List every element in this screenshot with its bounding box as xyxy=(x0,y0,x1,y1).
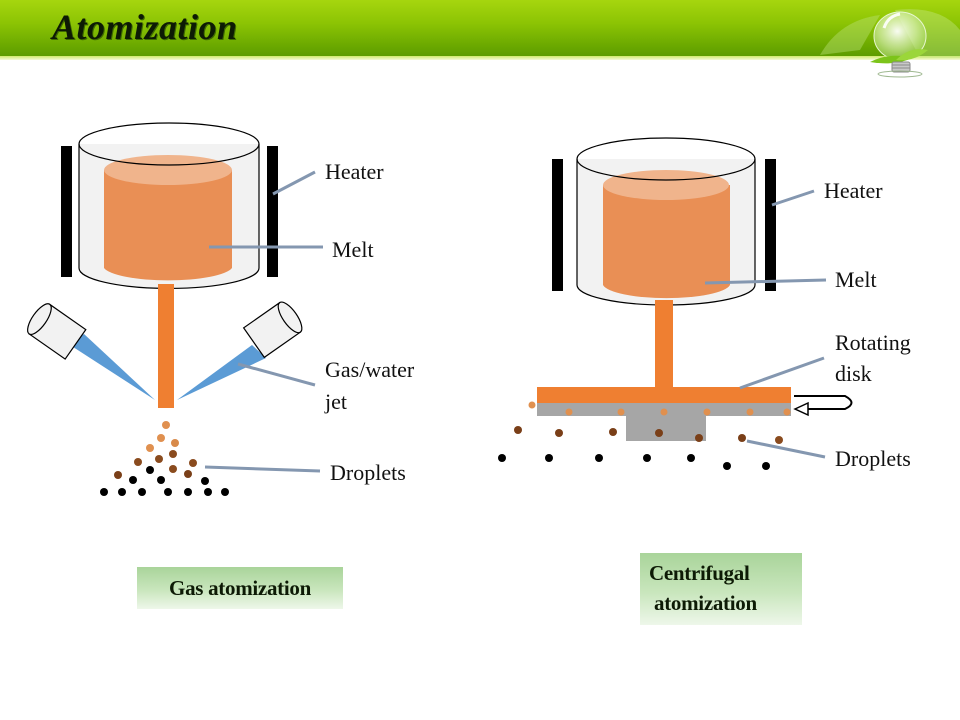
label-heater: Heater xyxy=(824,178,883,203)
caption-centrifugal-line1: Centrifugal xyxy=(649,561,750,585)
melt-body xyxy=(603,185,730,299)
nozzle-left xyxy=(27,303,87,360)
melt-stream xyxy=(158,284,174,408)
label-droplets: Droplets xyxy=(835,446,911,471)
label-melt: Melt xyxy=(835,267,877,292)
heater-bar-left xyxy=(61,146,72,277)
melt-stream xyxy=(655,300,673,390)
gas-atomizer xyxy=(27,122,323,496)
title-bar-rule xyxy=(0,56,960,60)
caption-gas-atomization: Gas atomization xyxy=(137,567,343,609)
label-disk-line2: disk xyxy=(835,361,872,386)
rotating-disk xyxy=(537,387,791,403)
heater-bar-left xyxy=(552,159,563,291)
heater-bar-right xyxy=(267,146,278,277)
lightbulb-leaf-icon xyxy=(820,9,960,78)
crucible-rim xyxy=(576,137,756,181)
centrifugal-atomizer xyxy=(498,137,853,470)
melt-body xyxy=(104,170,232,281)
rotation-arrowhead xyxy=(793,401,809,417)
heater-bar-right xyxy=(765,159,776,291)
jet-right xyxy=(177,345,266,400)
leader-lines-centrifugal xyxy=(704,189,827,459)
label-jet-line2: jet xyxy=(325,389,347,414)
slide-title: Atomization xyxy=(52,7,238,47)
droplets-centrifugal xyxy=(498,401,791,470)
label-droplets: Droplets xyxy=(330,460,406,485)
caption-gas-text: Gas atomization xyxy=(169,576,311,600)
crucible-rim xyxy=(78,122,260,166)
label-melt: Melt xyxy=(332,237,374,262)
melt-top xyxy=(104,155,232,185)
label-disk-line1: Rotating xyxy=(835,330,911,355)
caption-centrifugal-atomization: Centrifugal atomization xyxy=(640,553,802,625)
droplets-gas xyxy=(100,421,229,496)
caption-centrifugal-line2: atomization xyxy=(654,591,757,615)
rotation-arrow xyxy=(794,395,853,410)
label-heater: Heater xyxy=(325,159,384,184)
title-bar xyxy=(0,0,960,58)
jet-left xyxy=(70,334,155,400)
melt-top xyxy=(603,170,729,200)
nozzle-right xyxy=(242,301,303,359)
leader-lines-gas xyxy=(204,170,323,473)
label-jet-line1: Gas/water xyxy=(325,357,415,382)
